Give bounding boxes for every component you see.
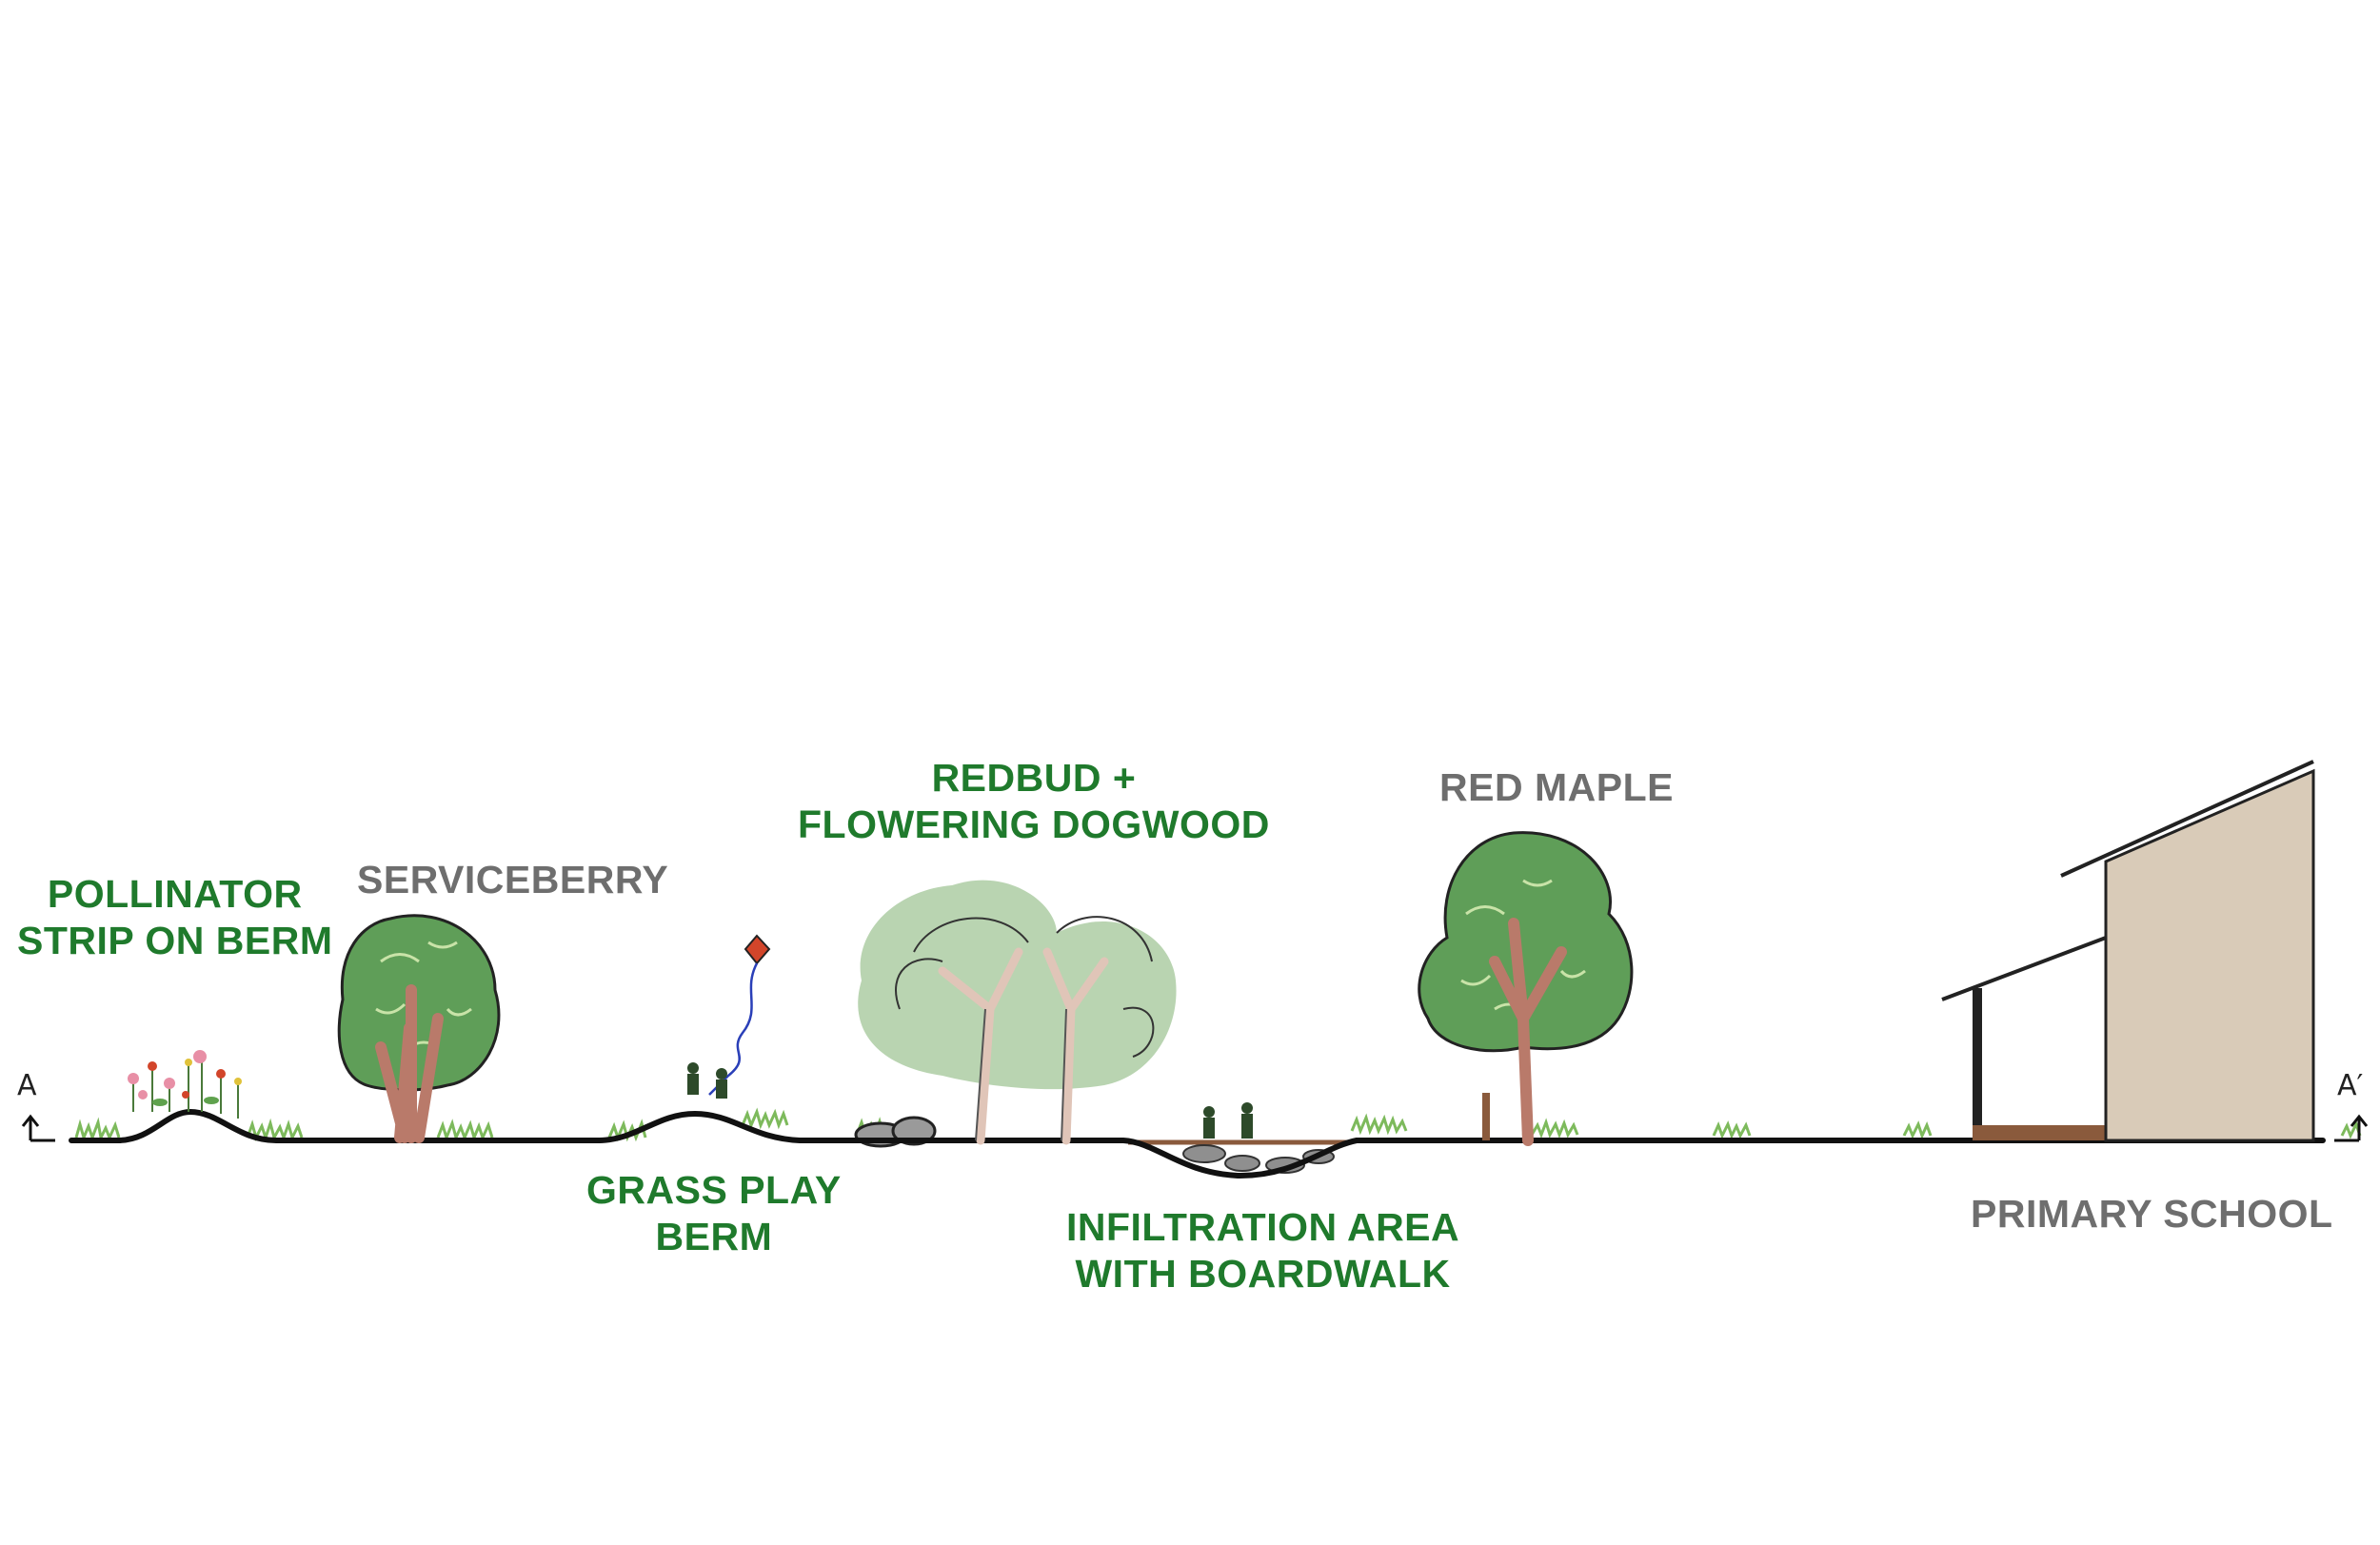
section-marker-end: A′ [2337,1069,2364,1102]
red-maple-tree [1418,831,1634,1146]
label-infiltration-area: INFILTRATION AREA WITH BOARDWALK [1066,1205,1460,1296]
kite-scene [687,934,771,1099]
pollinator-flowers [128,1050,242,1119]
label-grass-play-berm: GRASS PLAY BERM [586,1168,842,1258]
label-serviceberry: SERVICEBERRY [357,858,669,901]
label-red-maple: RED MAPLE [1439,765,1674,809]
school-building [1941,760,2315,1142]
label-pollinator-strip: POLLINATOR STRIP ON BERM [17,872,333,962]
ground-line [69,1108,2326,1179]
people-boardwalk [1203,1102,1253,1139]
label-redbud-dogwood: REDBUD + FLOWERING DOGWOOD [798,756,1270,846]
redbud-dogwood-trees [858,880,1177,1145]
label-primary-school: PRIMARY SCHOOL [1971,1192,2333,1236]
section-marker-arrows [21,1114,2369,1142]
serviceberry-tree [337,914,501,1143]
section-marker-start: A [17,1069,37,1102]
